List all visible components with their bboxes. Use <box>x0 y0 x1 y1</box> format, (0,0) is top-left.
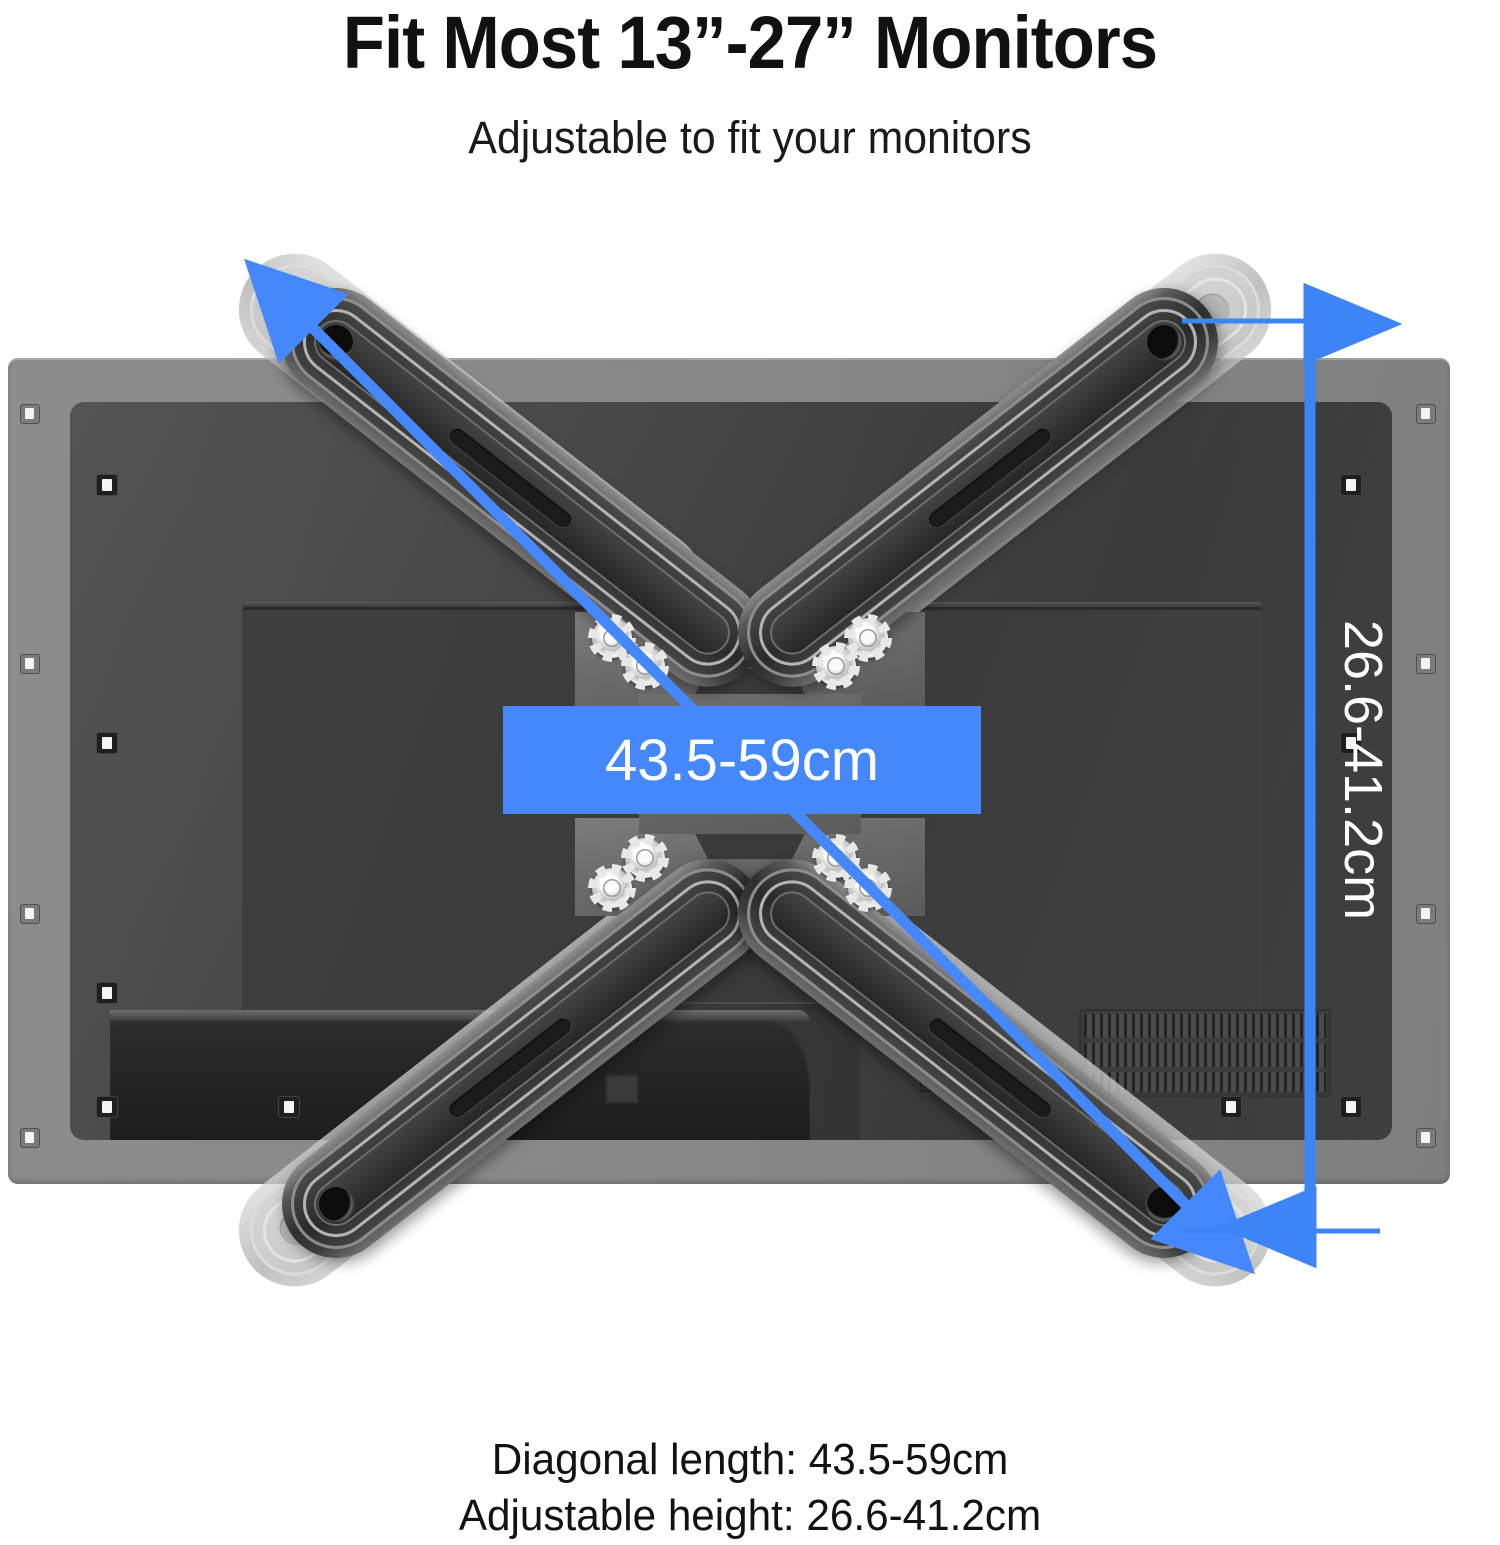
thumbscrew-knob[interactable] <box>848 868 888 908</box>
vesa-screw-hole <box>96 1096 118 1118</box>
thumbscrew-knob[interactable] <box>592 868 632 908</box>
height-dimension-label: 26.6-41.2cm <box>1331 570 1395 970</box>
bezel-screw-hole <box>1416 404 1436 424</box>
thumbscrew-knob[interactable] <box>625 838 665 878</box>
bracket-arm-bottom-right[interactable] <box>716 837 1240 1280</box>
bezel-screw-hole <box>1416 654 1436 674</box>
page-title: Fit Most 13”-27” Monitors <box>342 1 1158 84</box>
bezel-screw-hole <box>20 1128 40 1148</box>
caption-adjustable-height: Adjustable height: 26.6-41.2cm <box>458 1490 1042 1540</box>
bezel-screw-hole <box>1416 904 1436 924</box>
bezel-screw-hole <box>1416 1128 1436 1148</box>
bracket-arm-top-right[interactable] <box>716 266 1240 709</box>
vesa-screw-hole <box>96 474 118 496</box>
vesa-screw-hole <box>96 732 118 754</box>
bezel-screw-hole <box>20 904 40 924</box>
header-text-block: Fit Most 13”-27” Monitors Adjustable to … <box>0 0 1500 164</box>
bezel-screw-hole <box>20 654 40 674</box>
thumbscrew-knob[interactable] <box>816 646 856 686</box>
bezel-screw-hole <box>20 404 40 424</box>
caption-diagonal-length: Diagonal length: 43.5-59cm <box>491 1435 1009 1484</box>
diagonal-dimension-value: 43.5-59cm <box>604 727 880 793</box>
vesa-screw-hole <box>96 982 118 1004</box>
bracket-arm-top-left[interactable] <box>260 266 784 709</box>
height-dimension-value: 26.6-41.2cm <box>1333 619 1394 921</box>
footer-caption-block: Diagonal length: 43.5-59cm Adjustable he… <box>0 1432 1500 1544</box>
page-subtitle: Adjustable to fit your monitors <box>468 111 1032 163</box>
diagonal-dimension-label: 43.5-59cm <box>503 706 981 814</box>
bracket-arm-bottom-left[interactable] <box>260 837 784 1280</box>
thumbscrew-knob[interactable] <box>625 646 665 686</box>
